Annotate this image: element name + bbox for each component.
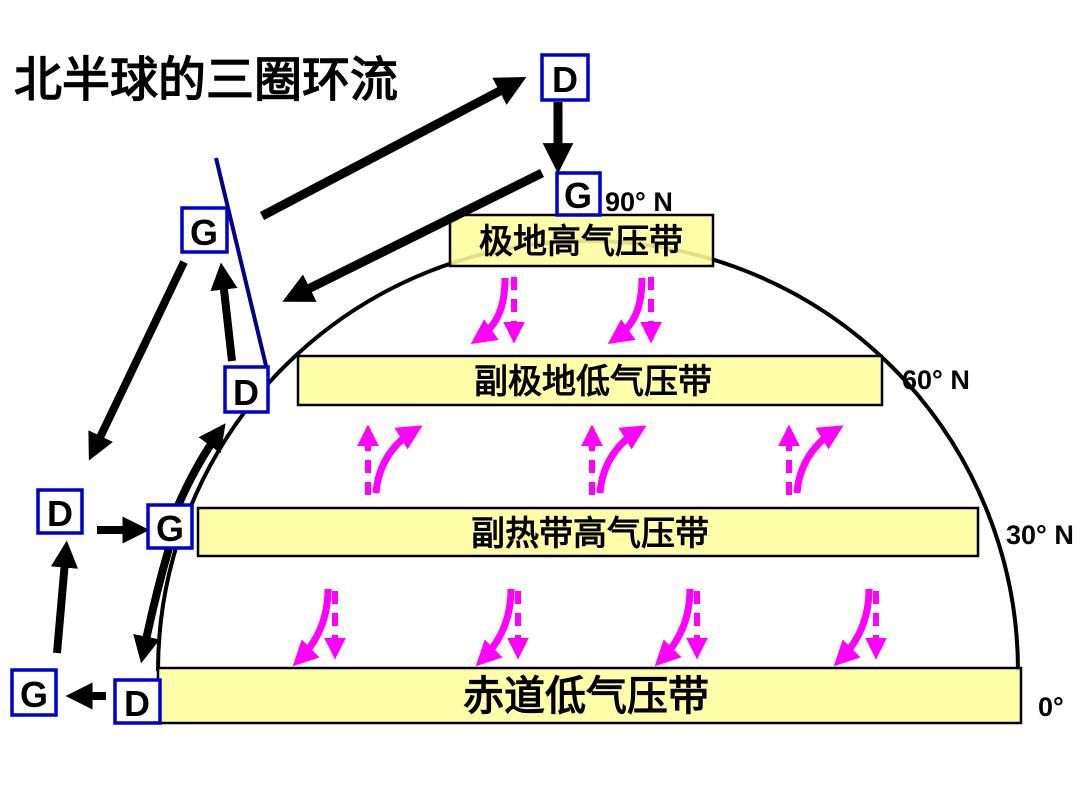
latitude-label-0: 0° <box>1038 692 1064 722</box>
wind-deflected-arrow <box>654 588 694 667</box>
arrow-polar-easterlies-90n-to-60n <box>282 168 544 302</box>
belt-label-equatorial-low: 赤道低气压带 <box>463 673 709 719</box>
pressure-box-surface-equator: D <box>113 678 162 725</box>
pressure-box-surface-60n: D <box>223 365 270 414</box>
belt-label-subtropical-high: 副热带高气压带 <box>471 515 709 553</box>
pressure-letter-upper-90n: D <box>552 59 578 100</box>
arrow-upper-flow-60n-to-90n <box>259 77 527 220</box>
wind-deflected-arrow <box>596 425 647 494</box>
pressure-letter-surface-90n: G <box>564 175 592 216</box>
annotation-line-blue <box>214 157 270 375</box>
wind-arrows-trade-winds-zone <box>292 588 887 667</box>
pressure-belt-polar-high: 极地高气压带 <box>448 213 715 268</box>
belt-rect-polar-high <box>448 213 715 268</box>
latitude-label-30n: 30° N <box>1006 520 1074 550</box>
wind-deflected-arrow <box>475 588 515 667</box>
arrow-upper-flow-60n-to-30n <box>88 260 188 461</box>
arrow-surface-trades-30n-to-equator <box>133 546 173 664</box>
pressure-box-upper-90n: D <box>540 53 590 102</box>
wind-arrows-westerlies-zone <box>357 424 844 495</box>
wind-deflected-arrow <box>793 425 844 494</box>
pressure-letter-upper-30n: D <box>47 493 73 534</box>
wind-arrows-polar-easterlies-zone <box>470 277 662 345</box>
pressure-box-surface-30n: G <box>146 503 194 550</box>
wind-deflected-arrow <box>833 588 873 667</box>
wind-deflected-arrow <box>292 588 332 667</box>
pressure-letter-upper-equator: G <box>20 674 48 715</box>
pressure-belt-subtropical-high: 副热带高气压带 <box>196 506 980 558</box>
pressure-letter-surface-30n: G <box>156 508 184 549</box>
belt-rect-subpolar-low <box>296 354 884 407</box>
arrow-upper-flow-equator-to-30n <box>50 540 79 654</box>
pressure-belt-equatorial-low: 赤道低气压带 <box>156 666 1023 725</box>
pressure-boxes: D G G D D G G D <box>10 53 602 725</box>
page-title: 北半球的三圈环流 <box>14 54 398 107</box>
wind-deflected-arrow <box>470 277 509 345</box>
pressure-letter-surface-60n: D <box>233 372 259 413</box>
belt-label-polar-high: 极地高气压带 <box>479 223 683 261</box>
pressure-box-upper-equator: G <box>10 668 58 717</box>
wind-deflected-arrow <box>372 425 423 494</box>
latitude-label-90n: 90° N <box>605 187 673 217</box>
pressure-box-surface-90n: G <box>555 171 602 217</box>
belt-label-subpolar-low: 副极地低气压带 <box>474 363 712 401</box>
pressure-box-upper-60n: G <box>180 206 229 254</box>
arrow-surface-westerlies-30n-to-60n <box>173 423 226 510</box>
arrow-ascent-at-60n <box>210 262 238 362</box>
pressure-box-upper-30n: D <box>36 488 84 535</box>
circulation-arrows <box>50 77 574 710</box>
wind-deflected-arrow <box>607 277 646 345</box>
pressure-belt-subpolar-low: 副极地低气压带 <box>296 354 884 407</box>
pressure-letter-surface-equator: D <box>124 683 150 724</box>
belt-rect-subtropical-high <box>196 506 980 558</box>
latitude-label-60n: 60° N <box>902 365 970 395</box>
pressure-letter-upper-60n: G <box>190 212 218 253</box>
